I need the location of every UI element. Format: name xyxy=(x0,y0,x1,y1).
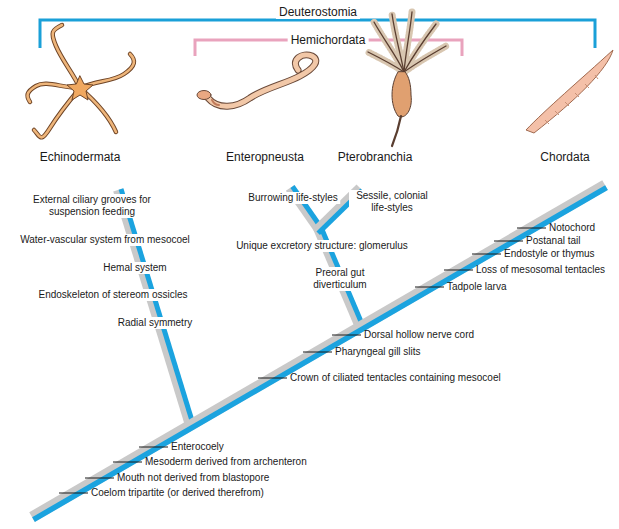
character-ticks xyxy=(59,228,546,493)
character-label: Preoral gut diverticulum xyxy=(304,267,376,291)
character-label: Radial symmetry xyxy=(115,317,195,329)
character-label: Mesoderm derived from archenteron xyxy=(145,456,307,468)
character-label: Tadpole larva xyxy=(447,281,506,293)
taxon-name: Enteropneusta xyxy=(226,150,304,164)
character-label: Unique excretory structure: glomerulus xyxy=(233,240,411,252)
pterobranch-illustration xyxy=(368,12,446,146)
character-label: Pharyngeal gill slits xyxy=(335,346,421,358)
clade-bracket xyxy=(40,20,595,48)
character-label: Postanal tail xyxy=(526,235,580,247)
character-label: Burrowing life-styles xyxy=(245,192,340,204)
acorn-worm-illustration xyxy=(197,55,316,106)
character-label: Enterocoely xyxy=(171,441,224,453)
character-label: Endoskeleton of stereom ossicles xyxy=(36,289,191,301)
character-label: Coelom tripartite (or derived therefrom) xyxy=(91,487,264,499)
clade-bracket-label: Deuterostomia xyxy=(276,5,360,19)
lancelet-illustration xyxy=(526,50,613,133)
taxon-name: Pterobranchia xyxy=(338,150,413,164)
brittle-star-illustration xyxy=(28,25,134,137)
character-label: Sessile, colonial life-styles xyxy=(349,190,435,214)
character-label: Hemal system xyxy=(100,262,169,274)
character-label: Loss of mesosomal tentacles xyxy=(476,264,605,276)
taxon-name: Chordata xyxy=(540,150,589,164)
character-label: Mouth not derived from blastopore xyxy=(117,472,269,484)
character-label: Crown of ciliated tentacles containing m… xyxy=(290,372,501,384)
character-label: Endostyle or thymus xyxy=(504,248,595,260)
clade-bracket-label: Hemichordata xyxy=(288,33,369,47)
character-label: Dorsal hollow nerve cord xyxy=(364,329,474,341)
character-label: Notochord xyxy=(549,222,595,234)
taxon-name: Echinodermata xyxy=(40,150,121,164)
character-label: Water-vascular system from mesocoel xyxy=(17,234,193,246)
character-label: External ciliary grooves for suspension … xyxy=(27,194,157,218)
